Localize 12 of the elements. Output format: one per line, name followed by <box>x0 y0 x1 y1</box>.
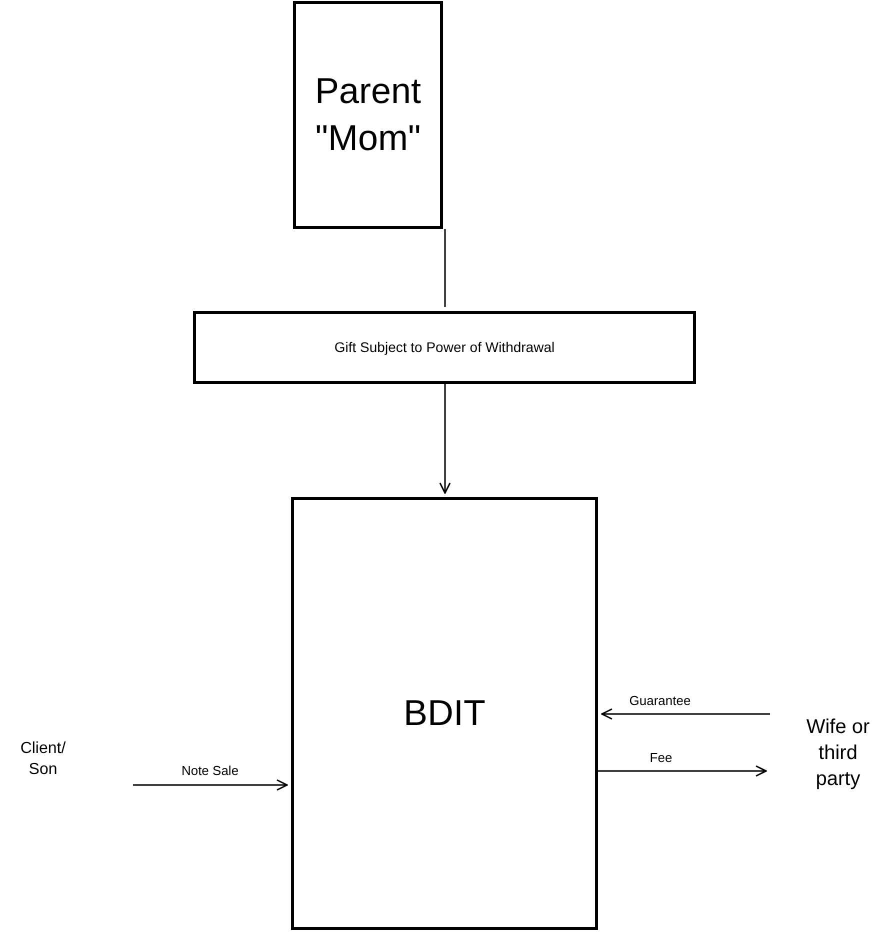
edge-label: Note Sale <box>181 763 239 778</box>
arrow <box>133 779 288 791</box>
arrow <box>598 765 767 777</box>
process-box: Parent "Mom" <box>293 1 443 229</box>
edge-label: Fee <box>650 750 672 765</box>
process-box: BDIT <box>291 497 598 930</box>
party-label: Wife or third party <box>770 695 886 810</box>
arrow <box>439 384 451 494</box>
process-box: Gift Subject to Power of Withdrawal <box>193 311 696 384</box>
edge-label: Guarantee <box>629 693 691 708</box>
arrow <box>601 708 770 720</box>
party-label: Client/ Son <box>0 730 133 790</box>
